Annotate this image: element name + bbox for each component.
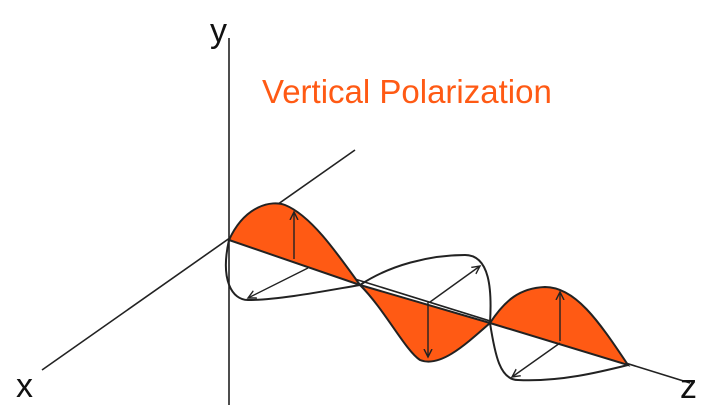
z-axis-label: z xyxy=(680,368,697,406)
e-field-lobe-3 xyxy=(490,287,628,365)
diagram-title: Vertical Polarization xyxy=(262,73,552,110)
e-field-lobe-2 xyxy=(360,285,490,362)
x-axis-label: x xyxy=(16,367,33,405)
field-arrow-side-3 xyxy=(512,343,560,377)
field-arrow-side-2 xyxy=(430,266,480,302)
y-axis-label: y xyxy=(210,12,227,50)
field-arrow-side-1 xyxy=(248,268,308,298)
